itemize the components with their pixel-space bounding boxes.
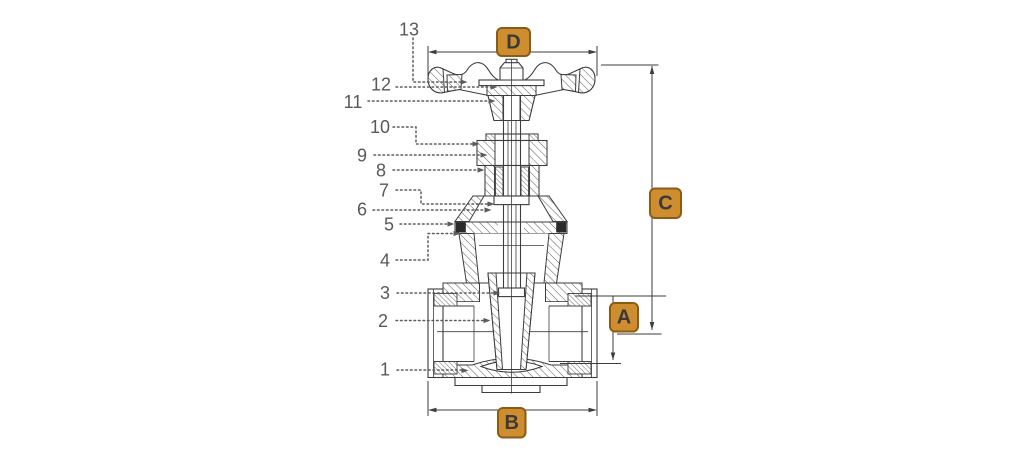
dimension-badge-c: C <box>649 187 682 219</box>
part-label-1: 1 <box>380 360 390 380</box>
port-threads <box>433 293 458 307</box>
seal-ring <box>455 222 466 233</box>
part-callout-7: 7 <box>379 181 495 207</box>
part-label-4: 4 <box>380 251 390 271</box>
part-callout-11: 11 <box>344 92 496 112</box>
part-callout-2: 2 <box>378 311 491 331</box>
part-label-3: 3 <box>380 283 390 303</box>
dimension-label-a: A <box>617 307 631 329</box>
dimension-label-b: B <box>504 412 518 434</box>
part-callout-13: 13 <box>399 20 468 85</box>
packing <box>495 166 504 197</box>
part-label-10: 10 <box>370 117 390 137</box>
part-label-8: 8 <box>376 161 386 181</box>
port-threads <box>567 293 592 307</box>
handwheel-right-rim <box>577 66 596 94</box>
part-callout-9: 9 <box>357 146 488 166</box>
part-callout-12: 12 <box>371 75 498 95</box>
part-label-13: 13 <box>399 20 419 40</box>
port-threads <box>433 361 458 375</box>
part-callout-3: 3 <box>380 283 501 303</box>
dimension-badge-b: B <box>497 407 527 439</box>
part-callout-6: 6 <box>357 200 492 220</box>
packing <box>520 166 529 197</box>
part-callout-4: 4 <box>380 230 461 271</box>
part-label-11: 11 <box>344 92 363 112</box>
dimension-badge-a: A <box>609 302 639 333</box>
dimension-label-d: D <box>506 32 520 54</box>
dimension-badge-d: D <box>496 27 531 57</box>
part-callout-8: 8 <box>376 161 485 181</box>
part-label-5: 5 <box>384 215 394 235</box>
right-end-connection <box>581 288 598 379</box>
port-threads <box>567 361 592 375</box>
part-callout-10: 10 <box>370 117 480 147</box>
part-label-6: 6 <box>357 200 367 220</box>
part-label-9: 9 <box>357 146 367 166</box>
dimension-label-c: C <box>658 193 672 215</box>
part-label-7: 7 <box>379 181 389 201</box>
gland-bonnet-drawing <box>454 133 568 284</box>
part-label-12: 12 <box>371 75 391 95</box>
part-label-2: 2 <box>378 311 388 331</box>
left-end-connection <box>427 288 444 379</box>
part-callout-1: 1 <box>380 360 469 380</box>
part-callout-5: 5 <box>384 215 455 235</box>
stem-drawing <box>493 59 530 394</box>
seal-ring <box>556 222 567 233</box>
handwheel-left-rim <box>427 66 446 94</box>
